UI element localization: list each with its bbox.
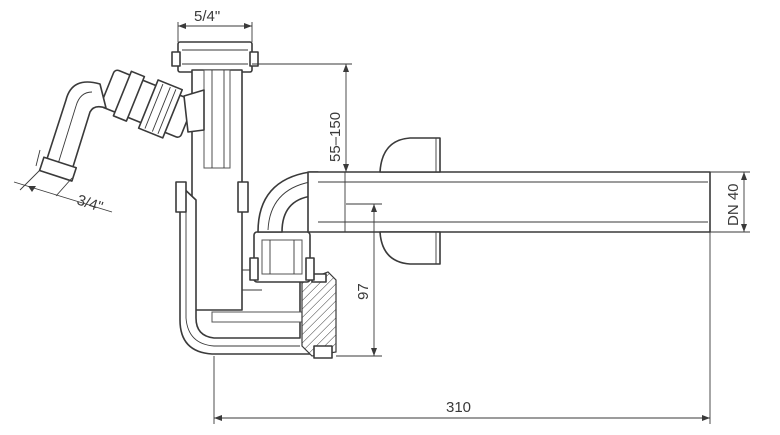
dimension-total-length-label: 310 [446, 399, 471, 416]
top-inlet-nut [171, 41, 259, 73]
side-inlet-socket [183, 89, 205, 133]
dimension-trap-depth-label: 97 [355, 283, 372, 300]
outlet-union [249, 231, 315, 283]
dimension-height-range-label: 55–150 [327, 112, 344, 162]
outlet-pipe-dn40 [307, 171, 711, 233]
dimension-trap-depth: 97 [336, 203, 382, 357]
cleaning-plug [301, 271, 337, 359]
dimension-side-thread-label: 3/4" [75, 192, 105, 216]
wall-rosette [379, 137, 441, 265]
dimension-pipe-diameter-label: DN 40 [725, 183, 742, 226]
dimension-top-thread: 5/4" [177, 8, 253, 42]
dimension-pipe-diameter: DN 40 [710, 171, 750, 233]
dimension-top-thread-label: 5/4" [194, 8, 220, 25]
dimension-total-length: 310 [213, 232, 711, 424]
side-hose-connector [35, 69, 195, 182]
dimension-height-range: 55–150 [252, 63, 352, 172]
